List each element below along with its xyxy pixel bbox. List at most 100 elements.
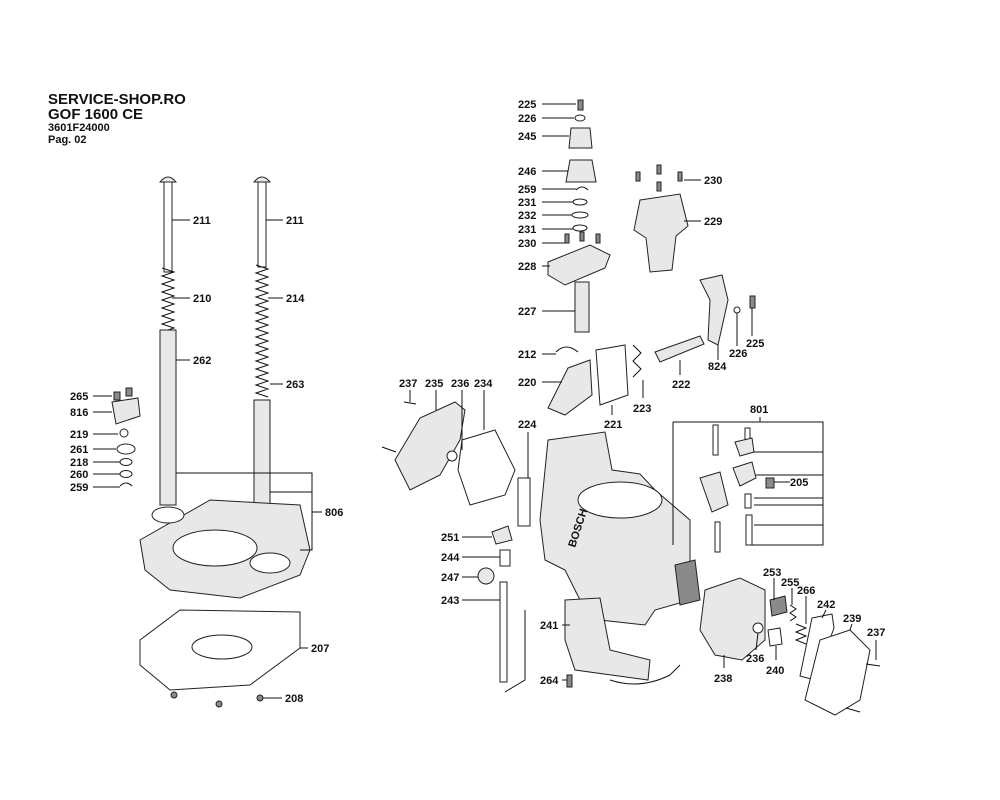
- clip-259b: [575, 186, 589, 191]
- callout-239: 239: [843, 613, 861, 625]
- bracket-241: [564, 597, 651, 681]
- screw-208c: [256, 694, 264, 702]
- callout-806: 806: [325, 507, 343, 519]
- grip-824: [699, 274, 729, 346]
- guard-239: [804, 629, 871, 716]
- flange-228: [547, 244, 611, 286]
- callout-801: 801: [750, 404, 768, 416]
- tube-262: [159, 329, 177, 506]
- callout-261: 261: [70, 444, 88, 456]
- callout-232: 232: [518, 210, 536, 222]
- callout-224: 224: [518, 419, 537, 431]
- bolt-222: [654, 335, 705, 363]
- callout-214: 214: [286, 293, 305, 305]
- spring-266: [794, 623, 808, 645]
- callout-205: 205: [790, 477, 808, 489]
- callout-211a: 211: [193, 215, 211, 227]
- callout-255: 255: [781, 577, 799, 589]
- screw-264: [566, 674, 573, 688]
- callout-235: 235: [425, 378, 443, 390]
- callout-211b: 211: [286, 215, 304, 227]
- callout-218: 218: [70, 457, 88, 469]
- callout-225b: 225: [746, 338, 764, 350]
- dust-hood-234: [457, 429, 516, 506]
- callout-223: 223: [633, 403, 651, 415]
- pin-219: [119, 428, 129, 438]
- callout-226b: 226: [729, 348, 747, 360]
- callout-259a: 259: [70, 482, 88, 494]
- washer-226b: [733, 306, 741, 314]
- washer-260: [119, 470, 133, 478]
- base-boss-left: [151, 506, 185, 524]
- clip-259: [119, 482, 133, 487]
- sub-base: [139, 609, 301, 708]
- screw-208a: [170, 691, 178, 699]
- screw-236b: [752, 622, 764, 634]
- callout-237b: 237: [867, 627, 885, 639]
- callout-226a: 226: [518, 113, 536, 125]
- lower-center-leaders: [462, 536, 570, 681]
- rod-211-left: [163, 181, 173, 273]
- callout-234: 234: [474, 378, 493, 390]
- cable-241: [609, 664, 681, 685]
- callout-labels: 211 211 210 214 262 263 265 816 219 261 …: [70, 99, 885, 705]
- shop-name: SERVICE-SHOP.RO: [48, 91, 186, 108]
- callout-230a: 230: [518, 238, 536, 250]
- page-number: Pag. 02: [48, 134, 87, 146]
- callout-260: 260: [70, 469, 88, 481]
- washer-231b: [572, 224, 588, 232]
- base-plate: [139, 499, 311, 599]
- callout-244: 244: [441, 552, 460, 564]
- screw-236a: [446, 450, 458, 462]
- housing-knob: [674, 559, 701, 606]
- base-opening: [172, 529, 258, 567]
- knob-245: [568, 127, 593, 149]
- base-boss-right: [249, 552, 291, 574]
- screw-265b: [125, 387, 133, 397]
- screw-208b: [215, 700, 223, 708]
- callout-221: 221: [604, 419, 622, 431]
- callout-230b: 230: [704, 175, 722, 187]
- callout-241: 241: [540, 620, 558, 632]
- callout-210: 210: [193, 293, 211, 305]
- rod-211-right: [257, 181, 267, 268]
- knob-base-246: [565, 159, 597, 183]
- rod-cap-left: [158, 176, 178, 183]
- callout-262: 262: [193, 355, 211, 367]
- right-lower-parts: [699, 577, 881, 716]
- screw-265a: [113, 391, 121, 401]
- callout-220: 220: [518, 377, 536, 389]
- washer-231a: [572, 198, 588, 206]
- washer-226: [574, 114, 586, 122]
- plate-240: [767, 627, 783, 647]
- callout-263: 263: [286, 379, 304, 391]
- callout-219: 219: [70, 429, 88, 441]
- side-cover-left: [381, 401, 531, 527]
- callout-229: 229: [704, 216, 722, 228]
- callout-247: 247: [441, 572, 459, 584]
- callout-253: 253: [763, 567, 781, 579]
- callout-231a: 231: [518, 197, 536, 209]
- column-right: [252, 176, 272, 506]
- callout-212: 212: [518, 349, 536, 361]
- screw-237b: [865, 663, 881, 667]
- handle-229: [633, 193, 689, 273]
- screw-225: [577, 99, 584, 111]
- motor-housing: BOSCH: [539, 431, 701, 626]
- callout-237a: 237: [399, 378, 417, 390]
- screw-237a: [403, 401, 417, 405]
- clamp-816: [111, 397, 141, 425]
- washer-232: [571, 211, 589, 219]
- wheel-247: [477, 567, 495, 585]
- housing-opening: [577, 481, 663, 519]
- tube-263: [253, 399, 271, 506]
- plate-opening: [191, 634, 253, 660]
- callout-238: 238: [714, 673, 732, 685]
- right-lower-leaders: [723, 578, 877, 668]
- callout-264: 264: [540, 675, 559, 687]
- left-leaders: [93, 219, 322, 699]
- callout-824: 824: [708, 361, 727, 373]
- center-top-parts: [547, 99, 705, 416]
- part-253: [769, 595, 788, 617]
